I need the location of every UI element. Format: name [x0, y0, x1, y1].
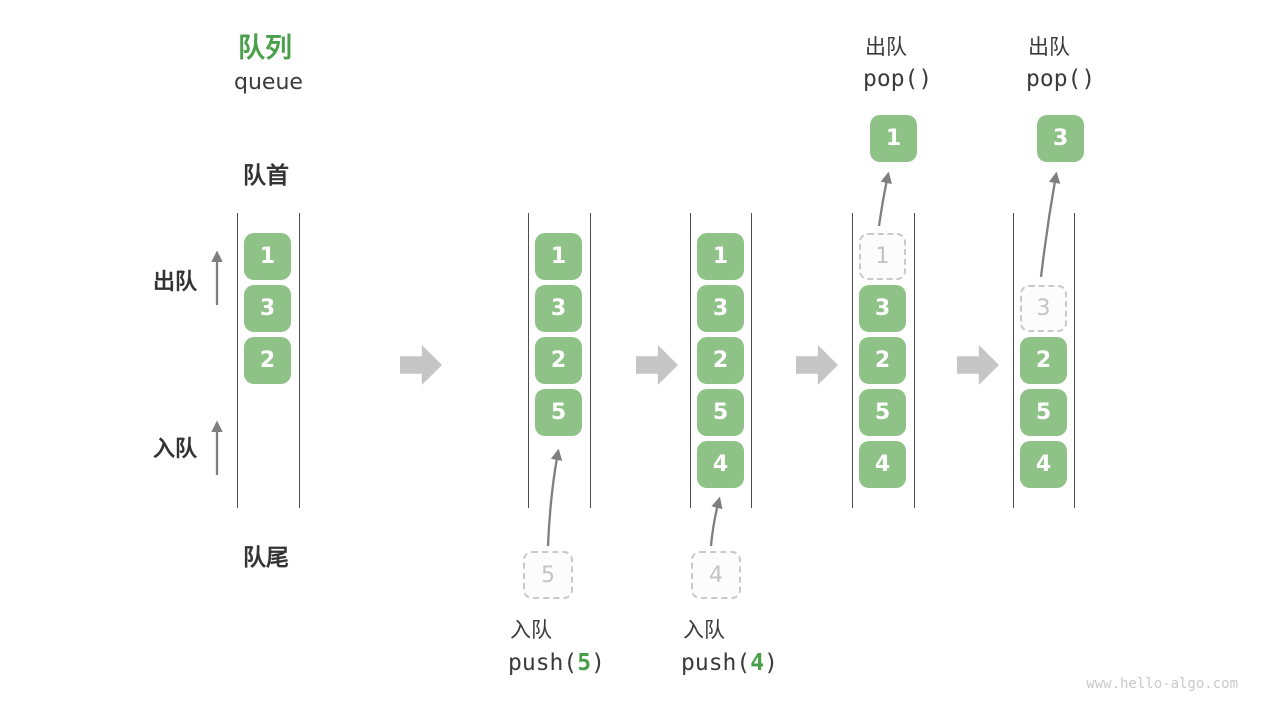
- queue-state-3: [690, 213, 752, 508]
- push-op-label: 入队: [510, 618, 552, 642]
- queue-item: 1: [244, 233, 291, 280]
- push-op-code: push(5): [508, 650, 605, 676]
- push-code-post: ): [591, 650, 605, 676]
- queue-item: 2: [244, 337, 291, 384]
- transition-arrow-icon: [400, 345, 442, 385]
- enqueue-side-label: 入队: [153, 437, 198, 462]
- queue-state-2: [528, 213, 591, 508]
- diagram-title-zh: 队列: [238, 33, 292, 64]
- dequeue-side-label: 出队: [153, 270, 198, 295]
- staged-item: 4: [691, 551, 741, 599]
- queue-item: 5: [535, 389, 582, 436]
- queue-item: 3: [697, 285, 744, 332]
- transition-arrow-icon: [636, 345, 678, 385]
- transition-arrow-icon: [957, 345, 999, 385]
- queue-item: 2: [859, 337, 906, 384]
- transition-arrow-icon: [796, 345, 838, 385]
- diagram-title-en: queue: [234, 70, 303, 95]
- queue-item: 3: [859, 285, 906, 332]
- queue-item: 1: [535, 233, 582, 280]
- queue-state-5: [1013, 213, 1075, 508]
- queue-item: 5: [1020, 389, 1067, 436]
- queue-item: 4: [1020, 441, 1067, 488]
- pop-op-label: 出队: [1028, 35, 1070, 59]
- popped-item: 3: [1037, 115, 1084, 162]
- queue-item: 2: [535, 337, 582, 384]
- queue-item: 3: [535, 285, 582, 332]
- staged-item: 5: [523, 551, 573, 599]
- queue-item: 4: [859, 441, 906, 488]
- push-op-label: 入队: [683, 618, 725, 642]
- popped-item: 1: [870, 115, 917, 162]
- push-code-arg: 5: [577, 650, 592, 676]
- queue-item: 3: [244, 285, 291, 332]
- watermark: www.hello-algo.com: [1086, 676, 1238, 692]
- queue-item-removed: 1: [859, 233, 906, 280]
- queue-rear-label: 队尾: [243, 545, 289, 571]
- queue-item: 2: [697, 337, 744, 384]
- queue-front-label: 队首: [243, 163, 289, 189]
- queue-item: 5: [697, 389, 744, 436]
- queue-state-1: [237, 213, 300, 508]
- queue-item: 1: [697, 233, 744, 280]
- push-code-arg: 4: [750, 650, 765, 676]
- queue-item: 4: [697, 441, 744, 488]
- push-op-code: push(4): [681, 650, 778, 676]
- pop-op-code: pop(): [1026, 66, 1096, 92]
- pop-op-label: 出队: [865, 35, 907, 59]
- pop-op-code: pop(): [863, 66, 933, 92]
- queue-item: 5: [859, 389, 906, 436]
- push-code-pre: push(: [508, 650, 578, 676]
- queue-item: 2: [1020, 337, 1067, 384]
- push-code-post: ): [764, 650, 778, 676]
- queue-state-4: [852, 213, 915, 508]
- queue-item-removed: 3: [1020, 285, 1067, 332]
- push-code-pre: push(: [681, 650, 751, 676]
